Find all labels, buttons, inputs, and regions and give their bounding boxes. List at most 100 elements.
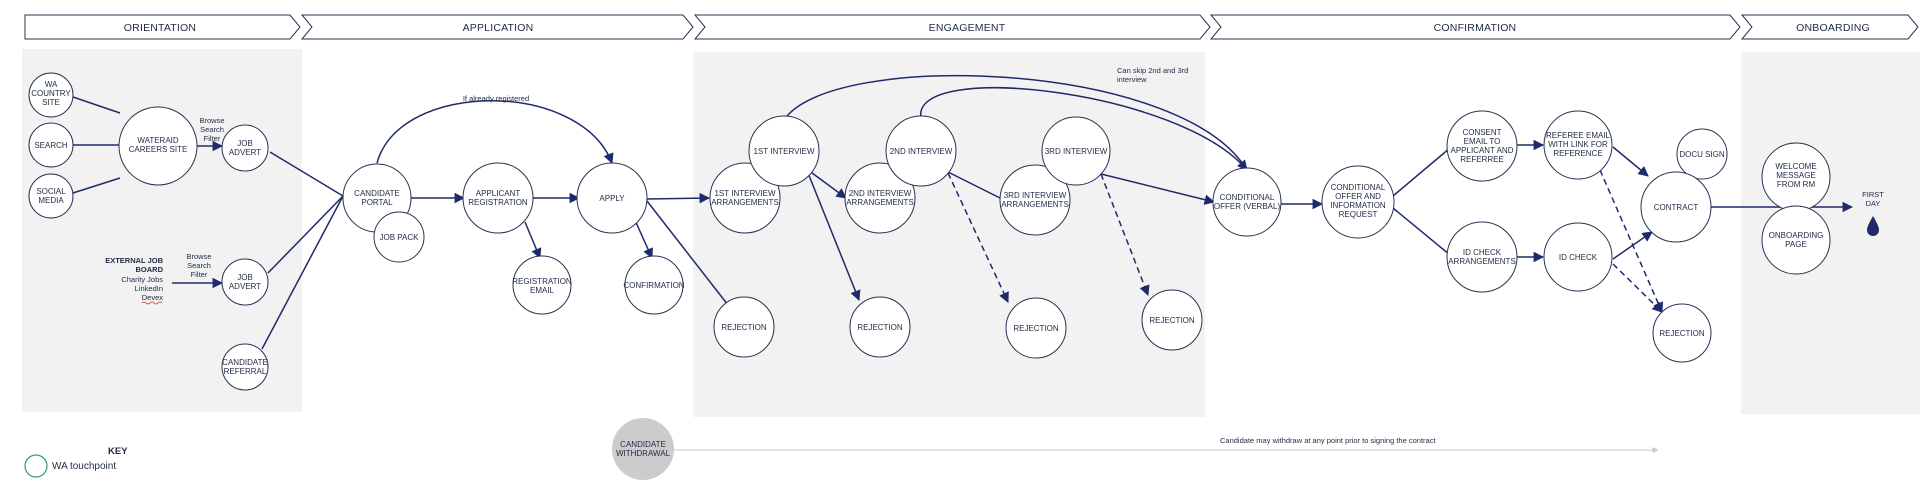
edge-wa-site-careers xyxy=(72,96,121,114)
stage-label: CONFIRMATION xyxy=(1434,22,1517,34)
node-contract: CONTRACT xyxy=(1640,171,1712,243)
svg-text:REJECTION: REJECTION xyxy=(1013,324,1059,333)
node-rejection-5: REJECTION xyxy=(1652,303,1712,363)
node-interview-1: 1ST INTERVIEW xyxy=(748,115,820,187)
stage-orientation: ORIENTATION xyxy=(24,14,301,40)
edge-portal-apply-arc xyxy=(376,100,614,164)
svg-text:REJECTION: REJECTION xyxy=(1149,316,1195,325)
svg-text:REJECTION: REJECTION xyxy=(1659,329,1705,338)
svg-text:JOB PACK: JOB PACK xyxy=(380,233,420,242)
node-search: SEARCH xyxy=(28,122,74,168)
node-apply: APPLY xyxy=(576,162,648,234)
svg-text:CONTRACT: CONTRACT xyxy=(1654,203,1699,212)
node-confirmation: CONFIRMATION xyxy=(623,255,685,315)
edge-interview3-offer xyxy=(1100,173,1216,205)
edge-interview1-rejection2 xyxy=(807,172,861,301)
svg-text:2ND INTERVIEW: 2ND INTERVIEW xyxy=(890,147,953,156)
if-already-registered-label: If already registered xyxy=(463,94,529,103)
node-docu-sign: DOCU SIGN xyxy=(1676,128,1728,180)
stage-label: APPLICATION xyxy=(463,22,534,34)
edge-referee-contract xyxy=(1612,146,1649,177)
svg-text:APPLY: APPLY xyxy=(599,194,625,203)
edge-apply-rejection xyxy=(646,200,729,306)
svg-text:ID CHECK: ID CHECK xyxy=(1559,253,1598,262)
svg-text:CONFIRMATION: CONFIRMATION xyxy=(623,281,684,290)
water-drop-icon xyxy=(1867,216,1879,236)
edge-apply-arrangements1 xyxy=(646,192,711,204)
engagement-background xyxy=(693,52,1205,417)
svg-text:SEARCH: SEARCH xyxy=(34,141,68,150)
edge-jobadvert1-portal xyxy=(269,151,344,197)
svg-text:REJECTION: REJECTION xyxy=(857,323,903,332)
svg-text:3RD INTERVIEW: 3RD INTERVIEW xyxy=(1045,147,1108,156)
node-rejection-2: REJECTION xyxy=(849,296,911,358)
touchpoint-swatch xyxy=(24,454,48,478)
stage-label: ENGAGEMENT xyxy=(929,22,1006,34)
node-rejection-4: REJECTION xyxy=(1141,289,1203,351)
svg-text:DOCU SIGN: DOCU SIGN xyxy=(1679,150,1725,159)
node-interview-2: 2ND INTERVIEW xyxy=(885,115,957,187)
stage-engagement: ENGAGEMENT xyxy=(693,14,1211,40)
edge-jobadvert2-portal xyxy=(267,195,344,274)
edge-social-careers xyxy=(72,177,121,194)
edge-interview1-offer-skip xyxy=(783,74,1248,171)
node-id-check: ID CHECK xyxy=(1543,222,1613,292)
svg-text:1ST INTERVIEW: 1ST INTERVIEW xyxy=(753,147,815,156)
edge-registration-email xyxy=(524,221,542,259)
stage-application: APPLICATION xyxy=(300,14,694,40)
node-interview-3: 3RD INTERVIEW xyxy=(1041,116,1111,186)
edge-referral-portal xyxy=(261,195,344,350)
key-legend: KEY WA touchpoint xyxy=(24,446,128,478)
edge-referee-rejection xyxy=(1599,169,1664,313)
stage-label: ONBOARDING xyxy=(1796,22,1870,34)
stage-confirmation: CONFIRMATION xyxy=(1209,14,1741,40)
key-title: KEY xyxy=(108,446,128,457)
edge-interview2-arr3 xyxy=(947,171,1005,201)
edge-interview1-arr2 xyxy=(807,169,847,199)
stage-onboarding: ONBOARDING xyxy=(1740,14,1919,40)
key-touchpoint-label: WA touchpoint xyxy=(52,461,116,472)
withdraw-note: Candidate may withdraw at any point prio… xyxy=(1220,436,1436,445)
edge-interview3-rejection4 xyxy=(1100,173,1150,296)
edge-apply-confirmation xyxy=(633,217,653,259)
stage-label: ORIENTATION xyxy=(124,22,196,34)
svg-text:REJECTION: REJECTION xyxy=(721,323,767,332)
